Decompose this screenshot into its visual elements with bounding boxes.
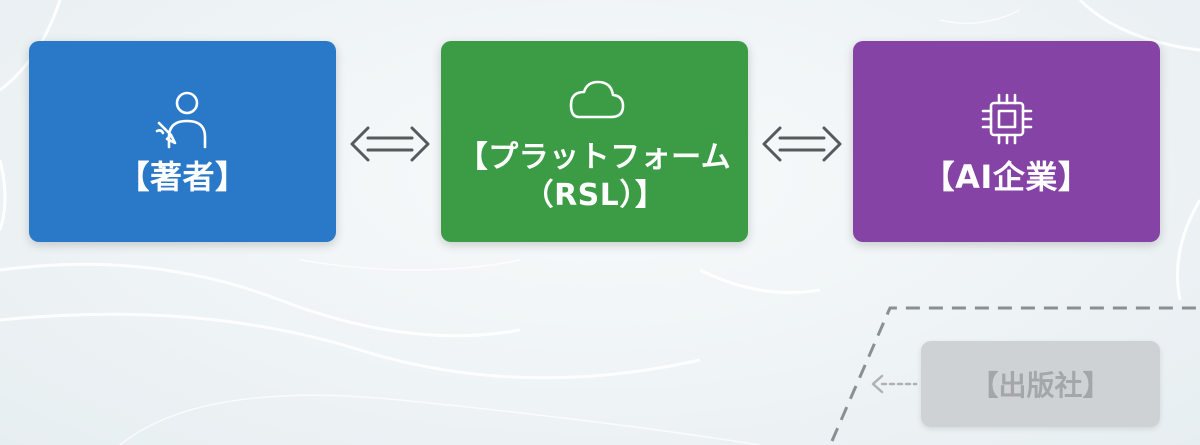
author-label: 【著者】 (117, 157, 248, 196)
cpu-chip-icon (981, 93, 1032, 144)
bidirectional-arrow-author-platform (350, 126, 430, 162)
dotted-arrow-left-icon (871, 374, 918, 394)
platform-box[interactable]: 【プラットフォーム （RSL）】 (441, 41, 748, 242)
publisher-label: 【出版社】 (970, 369, 1111, 402)
ai-company-label: 【AI企業】 (922, 157, 1091, 196)
ai-company-box[interactable]: 【AI企業】 (853, 41, 1160, 242)
author-box[interactable]: 【著者】 (29, 41, 336, 242)
user-writing-icon (155, 91, 206, 148)
platform-label: 【プラットフォーム （RSL）】 (457, 139, 732, 213)
cloud-icon (569, 80, 624, 118)
bidirectional-arrow-platform-ai (762, 126, 842, 162)
publisher-box[interactable]: 【出版社】 (921, 341, 1160, 427)
publisher-dashed-frame (830, 306, 1200, 442)
